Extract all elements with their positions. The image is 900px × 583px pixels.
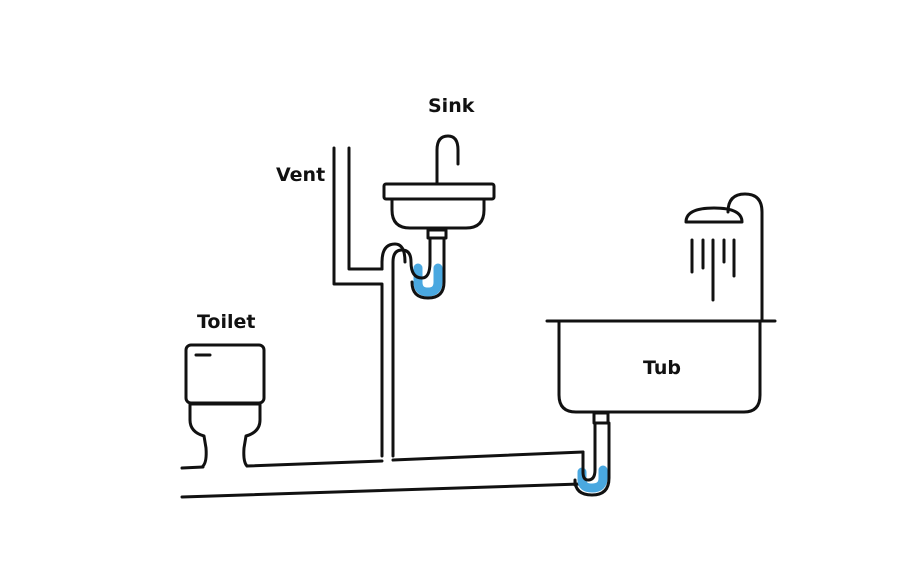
sink-label: Sink xyxy=(428,95,475,117)
tub xyxy=(545,319,777,425)
main-drain-pipe xyxy=(180,450,585,499)
vent-label: Vent xyxy=(276,164,326,186)
tub-p-trap xyxy=(573,421,611,497)
sink xyxy=(382,134,496,240)
tub-label: Tub xyxy=(643,357,681,379)
sink-p-trap xyxy=(380,236,446,458)
vent-stack xyxy=(332,146,384,458)
shower xyxy=(684,192,764,322)
toilet xyxy=(184,343,266,468)
toilet-label: Toilet xyxy=(197,311,256,333)
